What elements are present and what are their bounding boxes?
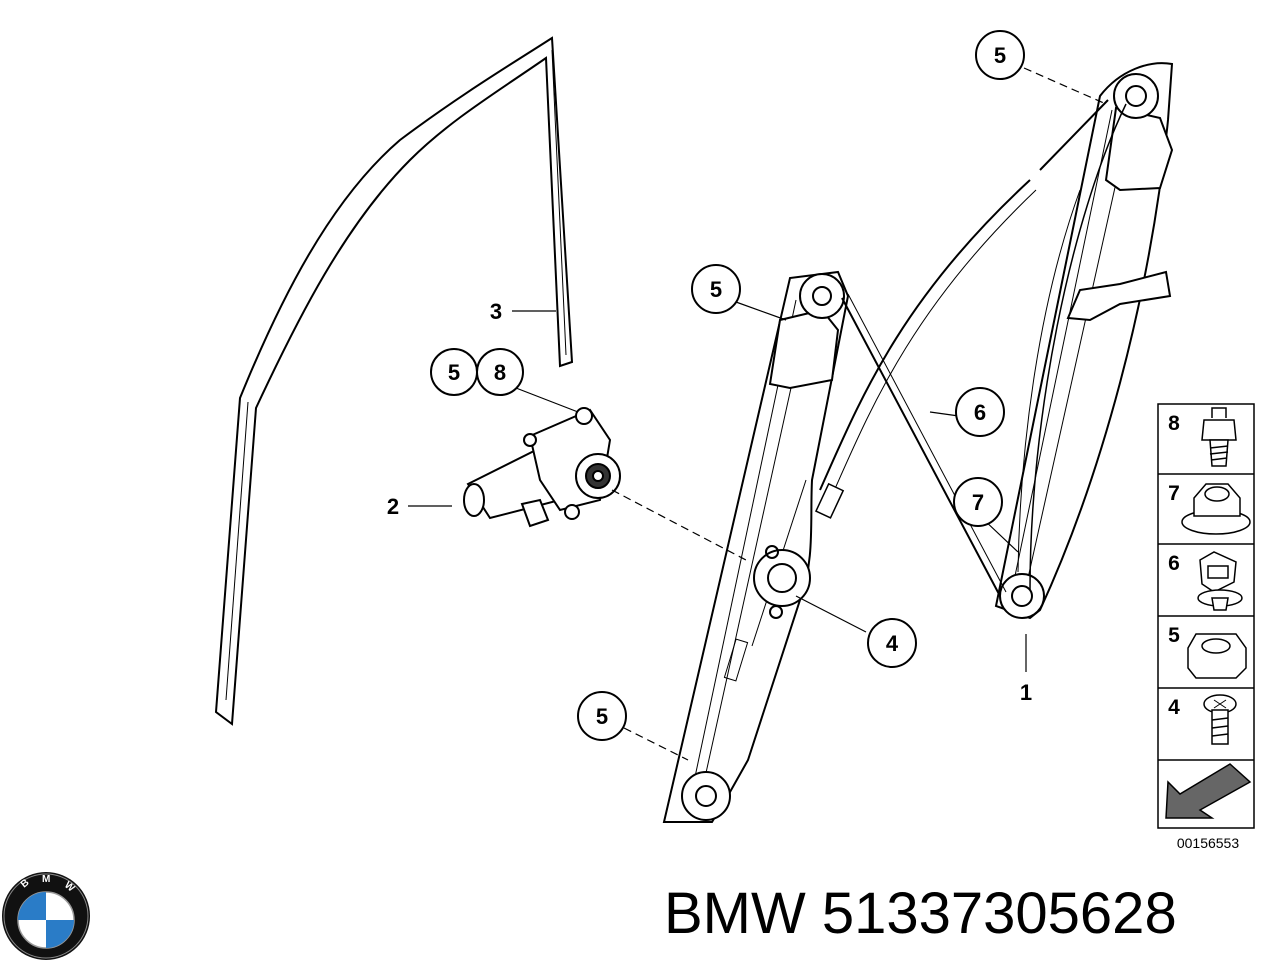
svg-text:6: 6 (974, 400, 986, 425)
callout-5-bottom: 5 (577, 691, 627, 741)
window-channel (214, 36, 574, 726)
callout-7: 7 (953, 477, 1003, 527)
brand-name: BMW (664, 881, 806, 946)
bmw-logo-icon: B M W (2, 872, 90, 960)
cables (814, 99, 1127, 597)
callout-5-mid-left: 5 (691, 264, 741, 314)
svg-text:5: 5 (710, 277, 722, 302)
svg-text:M: M (42, 874, 50, 885)
callout-8-motor: 8 (476, 348, 524, 396)
window-motor (463, 407, 621, 528)
legend-num-6: 6 (1168, 552, 1180, 575)
part-number: 51337305628 (821, 881, 1177, 946)
legend-num-4: 4 (1168, 696, 1180, 719)
callout-5-top-right: 5 (975, 30, 1025, 80)
callout-5-motor: 5 (430, 348, 478, 396)
svg-text:5: 5 (596, 704, 608, 729)
legend-num-8: 8 (1168, 412, 1180, 435)
hex-nut-icon (1187, 633, 1247, 679)
collar-nut-icon (1181, 483, 1251, 535)
diagram-number: 00156553 (1177, 835, 1240, 851)
regulator-frame (662, 62, 1174, 823)
cable-clip-icon (1197, 551, 1243, 611)
svg-text:7: 7 (972, 490, 984, 515)
exploded-arrow-icon (1165, 763, 1252, 819)
screw-icon (1203, 694, 1237, 745)
svg-text:5: 5 (994, 43, 1006, 68)
part-title: BMW 51337305628 (664, 880, 1177, 947)
callout-2: 2 (387, 494, 399, 519)
callouts: 3 2 1 5 5 5 8 6 7 4 (387, 30, 1032, 741)
svg-text:8: 8 (494, 360, 506, 385)
svg-text:5: 5 (448, 360, 460, 385)
fastener-legend: 8 7 6 5 4 (1157, 403, 1255, 829)
callout-6: 6 (955, 387, 1005, 437)
stud-bolt-icon (1201, 407, 1237, 467)
svg-text:4: 4 (886, 631, 899, 656)
legend-num-7: 7 (1168, 482, 1180, 505)
callout-4: 4 (867, 618, 917, 668)
legend-num-5: 5 (1168, 624, 1180, 647)
callout-3: 3 (490, 299, 502, 324)
callout-1: 1 (1020, 680, 1032, 705)
